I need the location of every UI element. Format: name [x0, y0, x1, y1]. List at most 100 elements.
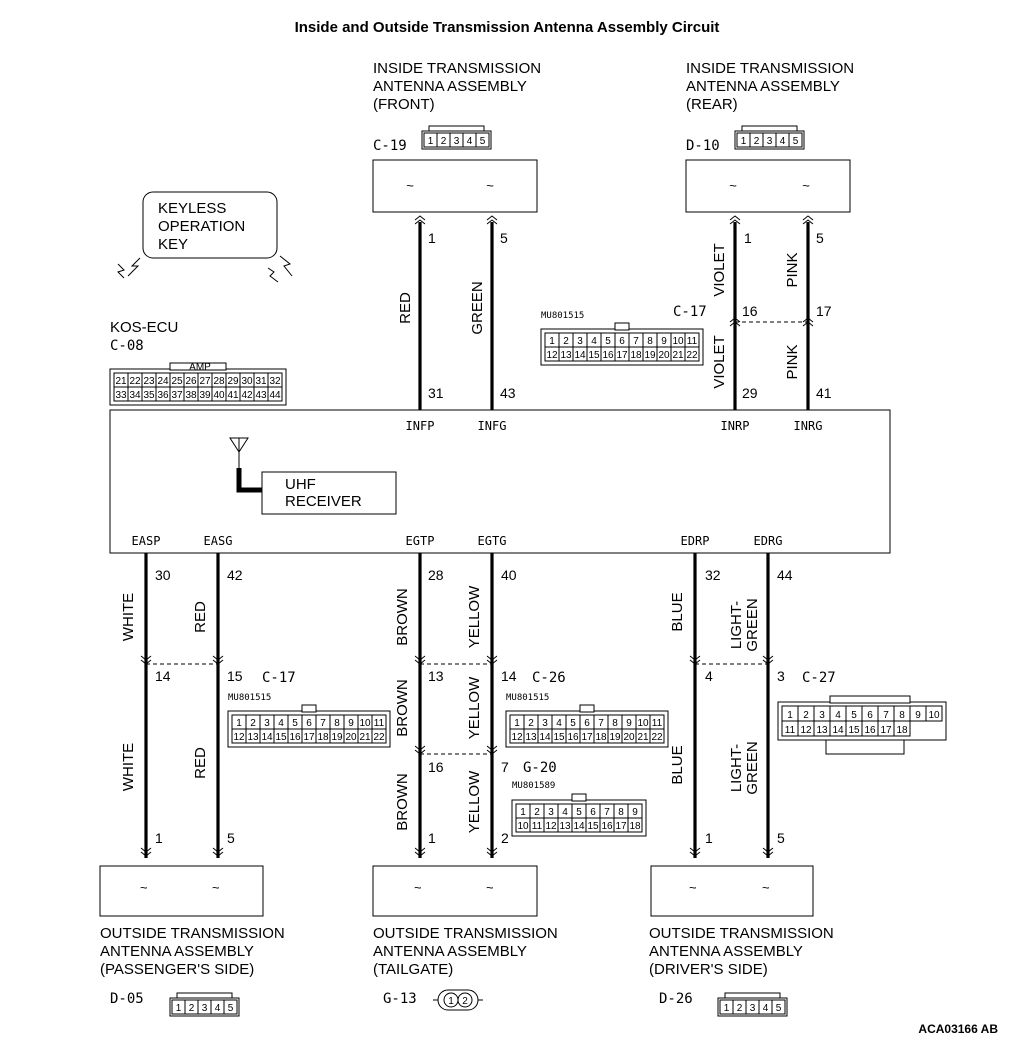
signal-edrp: EDRP: [681, 534, 710, 548]
svg-text:~: ~: [689, 880, 697, 895]
connector-cell: 11: [687, 336, 698, 347]
pin-label: 2: [501, 830, 509, 846]
diagram-title: Inside and Outside Transmission Antenna …: [295, 19, 720, 36]
connector-cell: 7: [320, 718, 326, 729]
inside-front-label-3: (FRONT): [373, 96, 435, 113]
connector-cell: 16: [567, 732, 579, 743]
connector-cell: 21: [672, 350, 684, 361]
wireless-signal-icon: [127, 257, 141, 277]
inside-front-label-1: INSIDE TRANSMISSION: [373, 60, 541, 77]
connector-cell: 3: [750, 1003, 756, 1014]
connector-cell: 11: [532, 821, 543, 832]
connector-cell: 17: [615, 821, 627, 832]
connector-cell: 22: [129, 376, 141, 387]
connector-cell: 7: [604, 807, 610, 818]
connector-cell: 9: [632, 807, 638, 818]
connector-cell: 21: [359, 732, 371, 743]
g20-connector-id: G-20: [523, 760, 557, 776]
connector-cell: 33: [115, 390, 127, 401]
connector-cell: 14: [832, 725, 844, 736]
wire-tail-egtg: 40 YELLOW 14 YELLOW 7 YELLOW 2: [466, 553, 517, 858]
connector-cell: 9: [348, 718, 354, 729]
connector-cell: 22: [686, 350, 698, 361]
outside-pass-connector-id: D-05: [110, 991, 144, 1007]
pin-label: 41: [816, 385, 832, 401]
connector-cell: 7: [633, 336, 639, 347]
connector-cell: 2: [462, 996, 468, 1007]
outside-tail-connector-id: G-13: [383, 991, 417, 1007]
connector-cell: 25: [171, 376, 183, 387]
wire-pass-easg: 42 RED 15 RED 5: [192, 553, 243, 858]
connector-cell: 34: [129, 390, 141, 401]
connector-cell: 5: [605, 336, 611, 347]
outside-drv-connector-id: D-26: [659, 991, 693, 1007]
connector-cell: 3: [454, 136, 460, 147]
connector-cell: 5: [228, 1003, 234, 1014]
outside-drv-label: OUTSIDE TRANSMISSION ANTENNA ASSEMBLY (D…: [649, 925, 834, 1007]
connector-cell: 22: [651, 732, 663, 743]
outside-tail-label-3: (TAILGATE): [373, 961, 453, 978]
wire-color-label: PINK: [784, 252, 801, 287]
connector-cell: 21: [637, 732, 649, 743]
part-number: MU801515: [506, 693, 549, 703]
connector-g13: 1 2: [433, 989, 483, 1011]
wire-rear-inrp: ~ 1 VIOLET 16 VIOLET 29: [711, 178, 758, 410]
connector-cell: 4: [556, 718, 562, 729]
connector-cell: 6: [619, 336, 625, 347]
connector-cell: 6: [590, 807, 596, 818]
connector-cell: 1: [741, 136, 747, 147]
signal-inrg: INRG: [794, 419, 823, 433]
keyless-key-label-3: KEY: [158, 236, 188, 253]
outside-drv-body: [650, 865, 814, 917]
connector-cell: 8: [618, 807, 624, 818]
connector-cell: 3: [548, 807, 554, 818]
wire-color-label: PINK: [784, 344, 801, 379]
pin-label: 5: [816, 230, 824, 246]
signal-inrp: INRP: [721, 419, 750, 433]
pin-label: 14: [155, 668, 171, 684]
connector-cell: 11: [652, 718, 663, 729]
svg-text:~: ~: [212, 880, 220, 895]
inside-front-body: [372, 159, 538, 213]
pin-label: 1: [705, 830, 713, 846]
keyless-key-label-2: OPERATION: [158, 218, 245, 235]
wireless-signal-icon: [267, 267, 279, 283]
connector-cell: 18: [896, 725, 908, 736]
inside-front-connector-id: C-19: [373, 138, 407, 154]
pin-label: 44: [777, 567, 793, 583]
keyless-key-box: [142, 191, 278, 259]
connector-cell: 4: [835, 710, 841, 721]
connector-cell: 3: [542, 718, 548, 729]
connector-cell: 15: [553, 732, 565, 743]
connector-cell: 12: [233, 732, 245, 743]
wire-color-label: RED: [397, 292, 414, 324]
connector-cell: 7: [883, 710, 889, 721]
wire-color-label: VIOLET: [711, 243, 728, 296]
connector-cell: 15: [588, 350, 600, 361]
connector-cell: 17: [880, 725, 892, 736]
connector-cell: 9: [661, 336, 667, 347]
pin-label: 28: [428, 567, 444, 583]
inside-rear-body: [685, 159, 851, 213]
connector-cell: 1: [520, 807, 526, 818]
connector-cell: 27: [199, 376, 211, 387]
connector-cell: 3: [767, 136, 773, 147]
outside-tail-label-1: OUTSIDE TRANSMISSION: [373, 925, 558, 942]
connector-cell: 11: [374, 718, 385, 729]
connector-cell: 9: [626, 718, 632, 729]
connector-cell: 20: [623, 732, 635, 743]
connector-cell: 13: [247, 732, 259, 743]
signal-easp: EASP: [132, 534, 161, 548]
inside-rear-connector-id: D-10: [686, 138, 720, 154]
connector-cell: 8: [647, 336, 653, 347]
connector-cell: 12: [545, 821, 557, 832]
pin-label: 1: [155, 830, 163, 846]
wire-color-label: LIGHT-: [728, 744, 745, 792]
connector-cell: 1: [787, 710, 793, 721]
connector-cell: 13: [560, 350, 572, 361]
connector-cell: 39: [199, 390, 211, 401]
pin-label: 1: [428, 830, 436, 846]
wire-color-label: VIOLET: [711, 335, 728, 388]
